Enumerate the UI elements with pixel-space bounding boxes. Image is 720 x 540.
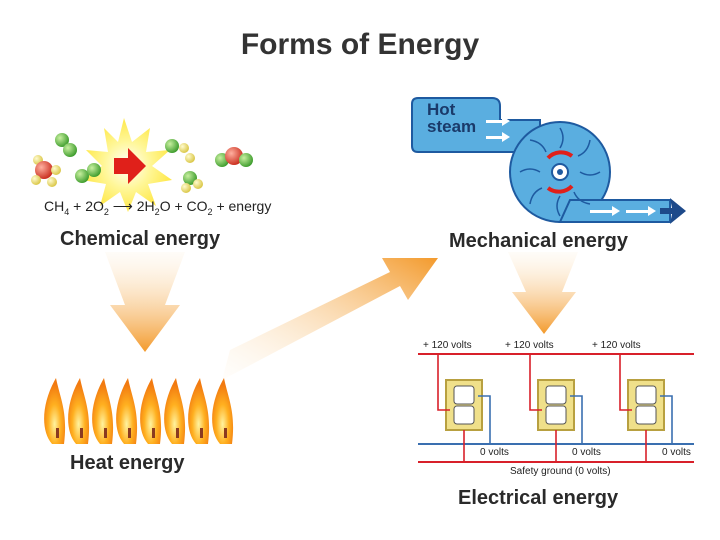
mechanical-energy-label: Mechanical energy xyxy=(449,230,628,252)
steam-inlet-pipe xyxy=(411,97,541,154)
neutral-voltage-label: 0 volts xyxy=(662,447,691,458)
steam-turbine-illustration xyxy=(411,97,686,224)
flame-icon xyxy=(92,378,114,444)
hydrogen-atom-icon xyxy=(185,153,195,163)
hydrogen-atom-icon xyxy=(51,165,61,175)
ground-label: Safety ground (0 volts) xyxy=(510,466,611,477)
chemical-reaction-illustration xyxy=(31,118,253,212)
outlet xyxy=(437,354,491,462)
hydrogen-atom-icon xyxy=(179,143,189,153)
oxygen-atom-icon xyxy=(165,139,179,153)
heat-energy-label: Heat energy xyxy=(70,452,185,474)
hydrogen-atom-icon xyxy=(181,183,191,193)
oxygen-atom-icon xyxy=(239,153,253,167)
flame-icon xyxy=(164,378,186,444)
chemical-to-heat-arrow xyxy=(105,252,185,352)
oxygen-atom-icon xyxy=(55,133,69,147)
outlet xyxy=(529,354,583,462)
flame-row xyxy=(44,378,234,444)
oxygen-atom-icon xyxy=(183,171,197,185)
flame-icon xyxy=(68,378,90,444)
flame-icon xyxy=(188,378,210,444)
hydrogen-atom-icon xyxy=(47,177,57,187)
flame-icon xyxy=(116,378,138,444)
exhaust-arrow-icon xyxy=(660,198,686,224)
outlet xyxy=(619,354,673,462)
rotation-arrow-icon xyxy=(546,184,574,194)
electrical-energy-label: Electrical energy xyxy=(458,487,619,509)
hydrogen-atom-icon xyxy=(31,175,41,185)
oxygen-atom-icon xyxy=(63,143,77,157)
voltage-label: + 120 volts xyxy=(505,340,554,351)
flame-icon xyxy=(44,378,66,444)
oxygen-atom-icon xyxy=(75,169,89,183)
neutral-voltage-label: 0 volts xyxy=(480,447,509,458)
carbon-atom-icon xyxy=(225,147,243,165)
neutral-voltage-label: 0 volts xyxy=(572,447,601,458)
hydrogen-atom-icon xyxy=(193,179,203,189)
flame-icon xyxy=(140,378,162,444)
oxygen-atom-icon xyxy=(87,163,101,177)
voltage-label: + 120 volts xyxy=(423,340,472,351)
flame-icon xyxy=(212,378,234,444)
combustion-equation: CH4 + 2O2 ⟶ 2H2O + CO2 + energy xyxy=(44,198,272,217)
reaction-arrow-icon xyxy=(114,148,146,184)
electrical-circuit-illustration xyxy=(418,353,694,463)
hot-steam-label: Hot steam xyxy=(427,100,477,136)
rotation-arrow-icon xyxy=(546,150,574,160)
page-title: Forms of Energy xyxy=(240,28,480,61)
chemical-energy-label: Chemical energy xyxy=(60,228,221,250)
voltage-label: + 120 volts xyxy=(592,340,641,351)
steam-flow-arrows xyxy=(486,116,656,216)
heat-to-mechanical-arrow xyxy=(222,258,438,380)
carbon-atom-icon xyxy=(35,161,53,179)
mechanical-to-electrical-arrow xyxy=(508,252,578,334)
